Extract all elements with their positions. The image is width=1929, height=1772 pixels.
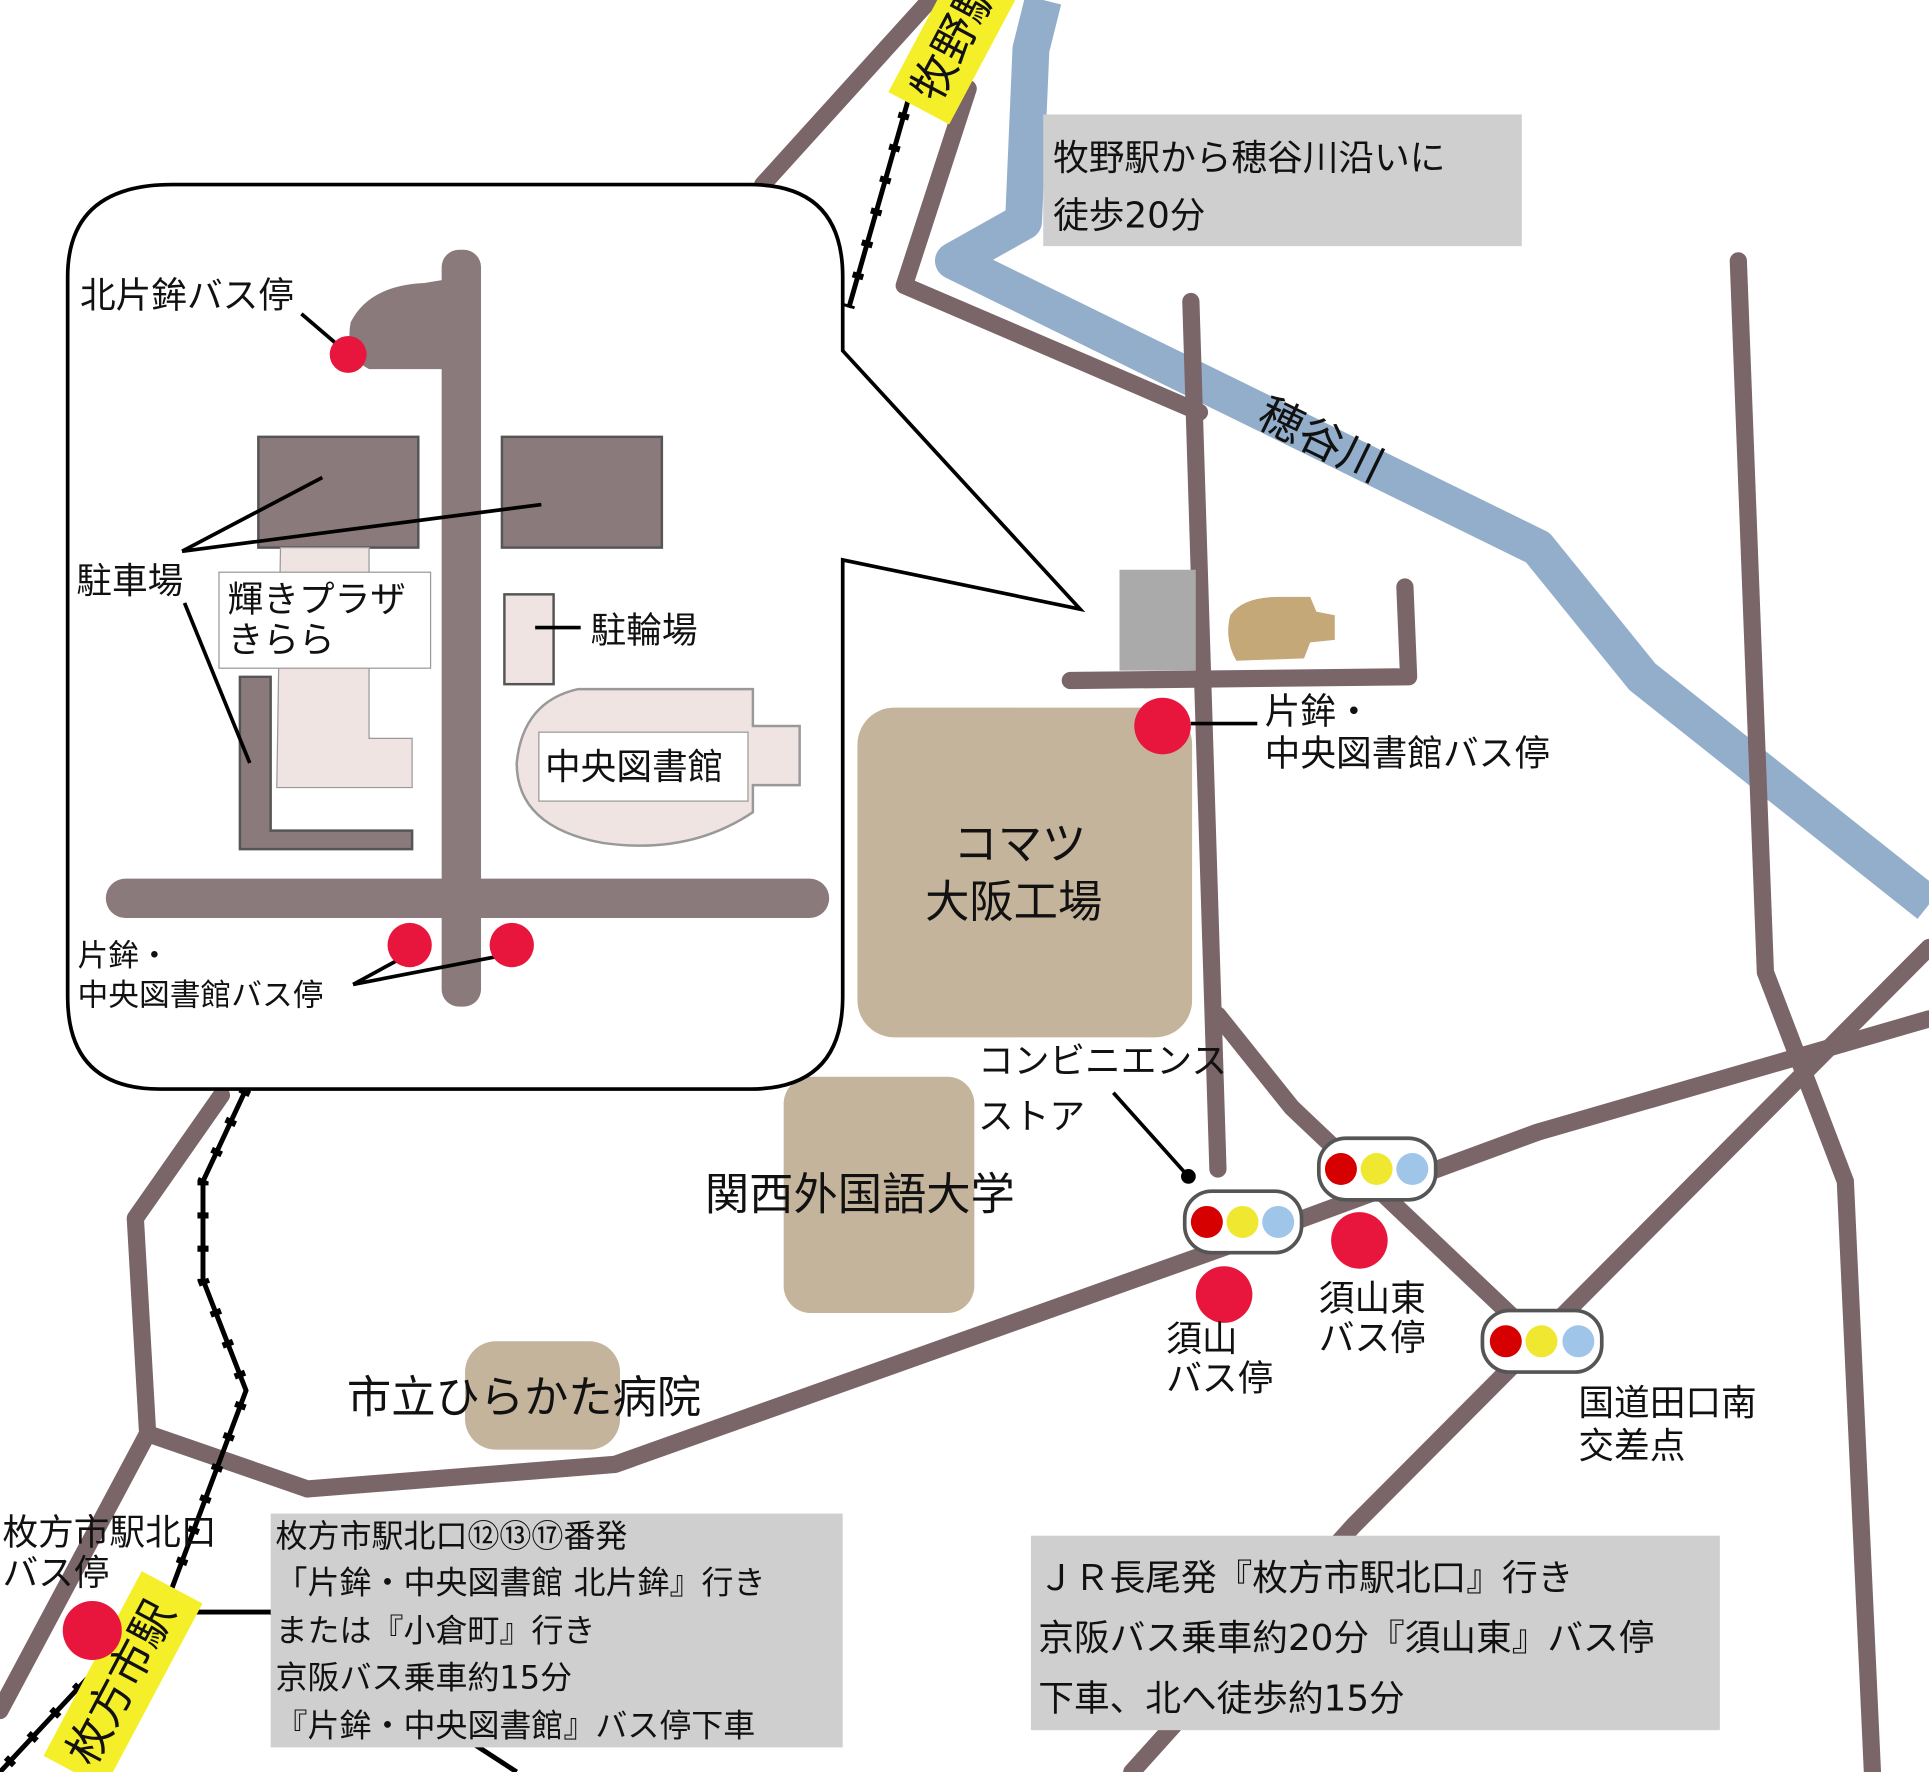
label-taguchi-2: 交差点 [1578,1426,1685,1467]
note-hirakata-line: 枚方市駅北口⑫⑬⑰番発 [276,1517,628,1555]
bus-stop-suyamahigashi [1331,1212,1388,1269]
label-library-stop-1: 片鉾・ [1265,692,1372,733]
label-suyamahigashi-stop-1: 須山東 [1319,1279,1426,1320]
convenience-store-marker [1181,1169,1196,1184]
traffic-light-taguchi [1480,1308,1604,1374]
river-label: 穂谷川 [1250,389,1392,493]
label-suyama-stop-2: バス停 [1166,1359,1273,1400]
label-hirakata-stop-2: バス停 [2,1553,109,1594]
label-kitakatahoko-stop: 北片鉾バス停 [80,276,294,317]
label-suyamahigashi-stop-2: バス停 [1319,1318,1426,1359]
label-suyama-stop-1: 須山 [1166,1319,1237,1360]
note-hirakata-line: 『片鉾・中央図書館』バス停下車 [276,1706,756,1744]
tan-building [1228,596,1335,661]
note-hirakata: 枚方市駅北口⑫⑬⑰番発 「片鉾・中央図書館 北片鉾』行き または『小倉町』行き … [270,1513,843,1748]
label-library-stop-2: 中央図書館バス停 [1265,733,1550,774]
bus-stop-suyama [1195,1266,1253,1323]
note-hirakata-line: 京阪バス乗車約15分 [276,1658,573,1696]
note-jr-line: 下車、北へ徒歩約15分 [1038,1678,1404,1719]
bus-stop-library-inset-1 [387,922,432,968]
note-jr-line: ＪＲ長尾発『枚方市駅北口』行き [1038,1558,1573,1599]
traffic-light-suyama [1182,1189,1304,1255]
label-hirakata-stop-1: 枚方市駅北口 [2,1512,216,1553]
bus-stop-library [1134,697,1191,755]
label-hospital: 市立ひらかた病院 [347,1373,701,1424]
note-makino: 牧野駅から穂谷川沿いに 徒歩20分 [1043,114,1522,247]
river-hotanigawa [934,0,1929,919]
note-makino-line: 牧野駅から穂谷川沿いに [1053,138,1445,179]
bus-stop-library-inset-2 [489,922,534,968]
traffic-light-suyamahigashi [1316,1136,1438,1202]
label-library: 中央図書館 [545,747,723,788]
inset-map: 北片鉾バス停 駐車場 輝きプラザ きらら 駐輪場 中央図書館 片鉾・ 中央図書館… [76,249,830,1013]
note-jr: ＪＲ長尾発『枚方市駅北口』行き 京阪バス乗車約20分『須山東』バス停 下車、北へ… [1030,1535,1720,1731]
label-kirara-2: きらら [228,620,335,661]
inset-callout [65,182,1086,1091]
bus-stop-hirakatashi [62,1600,122,1661]
note-makino-line: 徒歩20分 [1053,196,1205,237]
label-taguchi-1: 国道田口南 [1578,1383,1756,1424]
komatsu-factory [857,707,1193,1038]
bus-stop-kitakatahoko [329,335,367,373]
hospital [465,1341,621,1450]
label-komatsu-2: 大阪工場 [925,877,1102,928]
label-convenience-1: コンビニエンス [978,1041,1227,1082]
label-parking: 駐車場 [76,561,183,602]
label-university: 関西外国語大学 [705,1170,1015,1221]
kansai-gaidai [783,1076,975,1314]
label-kirara-1: 輝きプラザ [228,580,406,621]
label-library-stop-inset-2: 中央図書館バス停 [78,977,324,1013]
label-bicycle-parking: 駐輪場 [591,610,698,651]
label-library-stop-inset-1: 片鉾・ [78,938,170,974]
gray-building [1119,569,1196,671]
note-hirakata-line: または『小倉町』行き [276,1612,596,1650]
label-komatsu-1: コマツ [953,819,1086,870]
note-hirakata-line: 「片鉾・中央図書館 北片鉾』行き [276,1564,766,1602]
label-convenience-2: ストア [978,1096,1085,1137]
note-jr-line: 京阪バス乗車約20分『須山東』バス停 [1038,1618,1654,1659]
